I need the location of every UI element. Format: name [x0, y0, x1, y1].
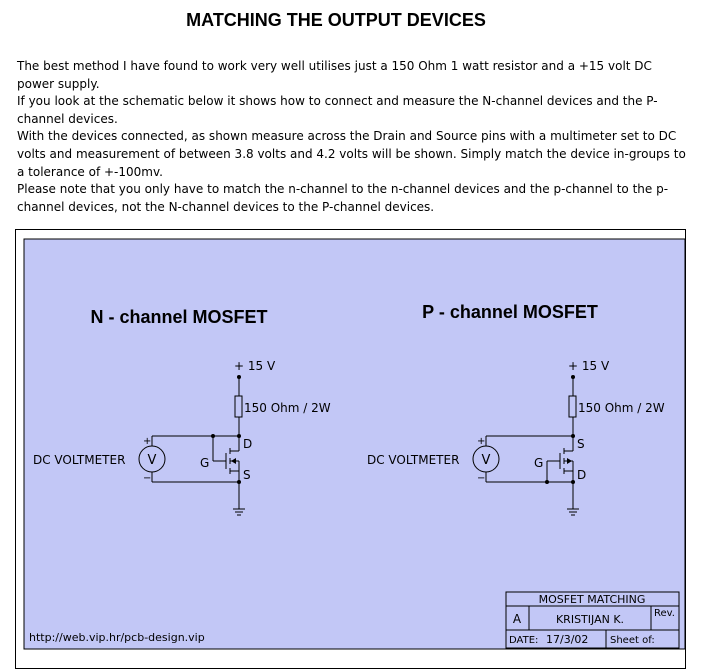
- paragraph-measure: With the devices connected, as shown mea…: [17, 129, 686, 179]
- p-plus-label: +: [477, 436, 485, 447]
- title-block-rev-label: Rev.: [654, 608, 675, 619]
- paragraph-schematic: If you look at the schematic below it sh…: [17, 94, 658, 126]
- n-arrow-icon: [231, 458, 236, 464]
- n-drain-label: D: [243, 437, 252, 451]
- p-channel-circuit: P - channel MOSFET + 15 V: [367, 302, 665, 516]
- n-channel-heading: N - channel MOSFET: [90, 307, 267, 327]
- p-voltmeter-symbol: V: [482, 453, 491, 468]
- title-block-author: KRISTIJAN K.: [556, 613, 624, 626]
- p-minus-label: −: [477, 473, 485, 484]
- n-channel-circuit: N - channel MOSFET + 15 V: [33, 307, 331, 516]
- title-block-name: MOSFET MATCHING: [539, 593, 646, 606]
- title-block: [505, 591, 680, 649]
- paragraph-note: Please note that you only have to match …: [17, 182, 669, 214]
- p-supply-label: + 15 V: [568, 359, 610, 373]
- schematic-sheet: [23, 238, 686, 650]
- title-block-sheet-label: Sheet of:: [610, 635, 655, 646]
- p-gate-label: G: [534, 456, 543, 470]
- source-url: http://web.vip.hr/pcb-design.vip: [29, 631, 205, 644]
- n-plus-label: +: [143, 436, 151, 447]
- n-voltmeter-icon: [138, 445, 166, 473]
- p-voltmeter-label: DC VOLTMETER: [367, 453, 459, 467]
- p-voltmeter-icon: [472, 445, 500, 473]
- title-block-size: A: [513, 612, 522, 626]
- n-voltmeter-label: DC VOLTMETER: [33, 453, 125, 467]
- description-text: The best method I have found to work ver…: [17, 58, 689, 216]
- n-supply-label: + 15 V: [234, 359, 276, 373]
- n-minus-label: −: [143, 473, 151, 484]
- n-resistor-label: 150 Ohm / 2W: [244, 401, 331, 415]
- p-arrow-icon: [567, 458, 572, 464]
- n-gate-label: G: [200, 456, 209, 470]
- page-title: MATCHING THE OUTPUT DEVICES: [186, 10, 486, 30]
- p-drain-label: D: [577, 468, 586, 482]
- title-block-date-label: DATE:: [509, 635, 538, 646]
- n-voltmeter-symbol: V: [148, 453, 157, 468]
- title-block-date: 17/3/02: [546, 633, 588, 646]
- n-source-label: S: [243, 468, 251, 482]
- p-resistor-label: 150 Ohm / 2W: [578, 401, 665, 415]
- paragraph-method: The best method I have found to work ver…: [17, 59, 652, 91]
- p-source-label: S: [577, 437, 585, 451]
- p-channel-heading: P - channel MOSFET: [422, 302, 598, 322]
